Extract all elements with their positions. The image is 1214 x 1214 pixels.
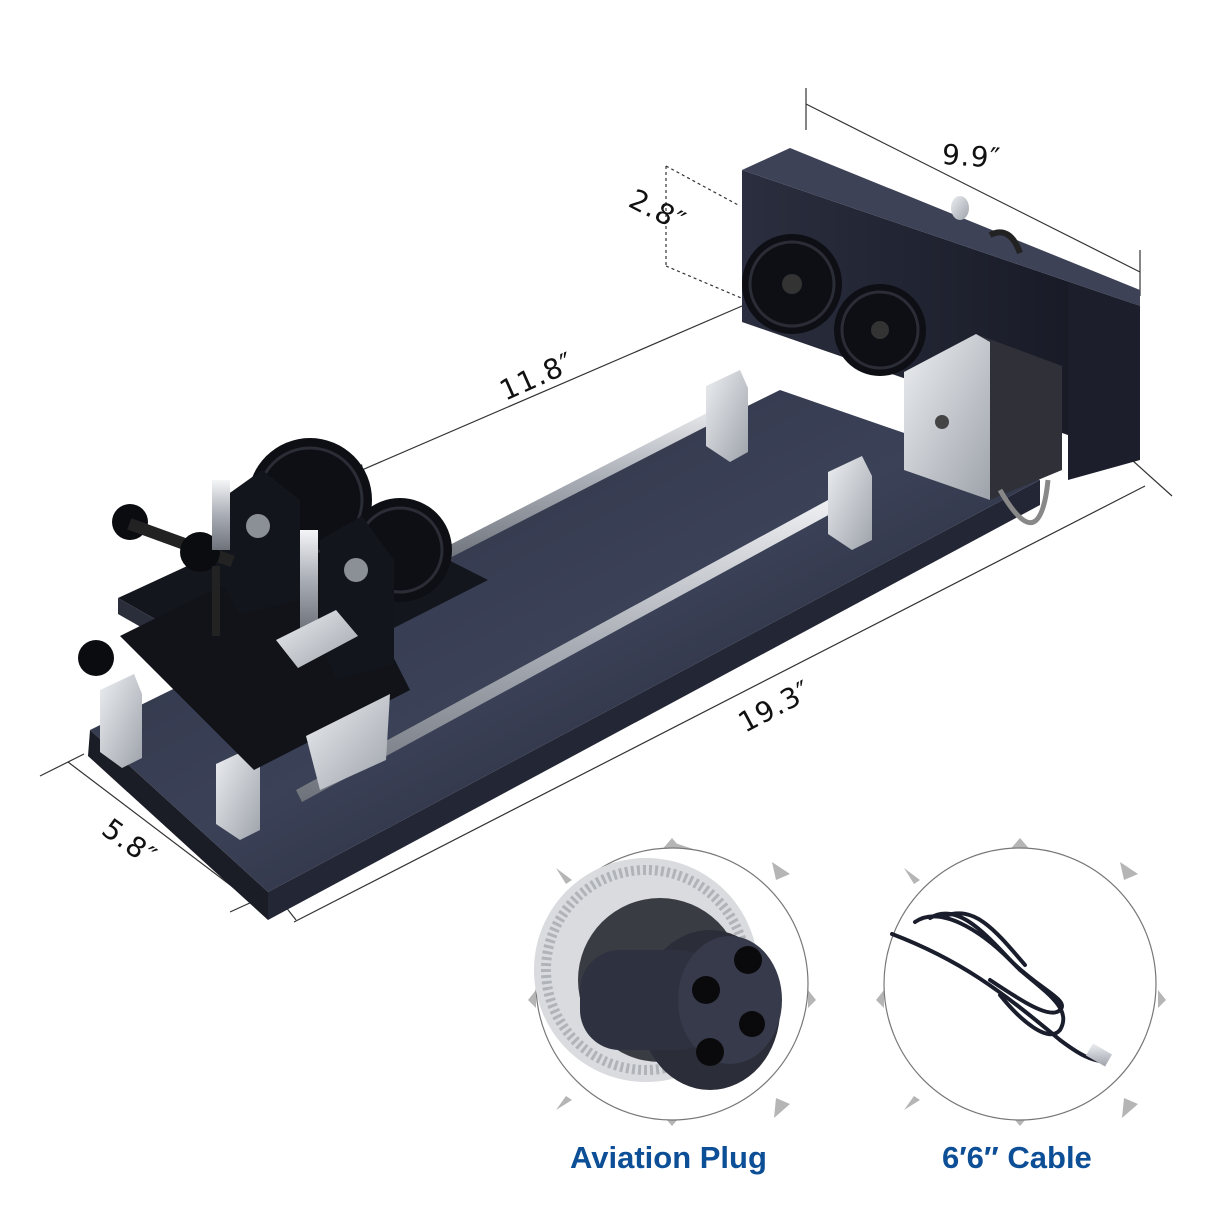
- cable-icon: [890, 911, 1107, 1064]
- aviation-plug-icon: [534, 858, 782, 1090]
- top-plug-icon: [951, 196, 969, 220]
- knobs: [78, 480, 358, 676]
- cable-caption: 6′6″ Cable: [942, 1140, 1092, 1175]
- aviation-plug-inset: [528, 838, 816, 1126]
- aviation-plug-caption: Aviation Plug: [570, 1140, 767, 1175]
- motor-cable: [997, 479, 1051, 525]
- cable-connector-icon: [1085, 1043, 1113, 1067]
- knob-icon: [180, 532, 220, 572]
- rod-supports: [100, 370, 872, 840]
- guide-rods: [296, 396, 856, 802]
- knob-icon: [78, 640, 114, 676]
- dimension-width-label: 9.9″: [940, 137, 1003, 176]
- drive-pulleys: [742, 234, 926, 376]
- stepper-motor: [904, 334, 1062, 525]
- cable-inset: [876, 838, 1166, 1126]
